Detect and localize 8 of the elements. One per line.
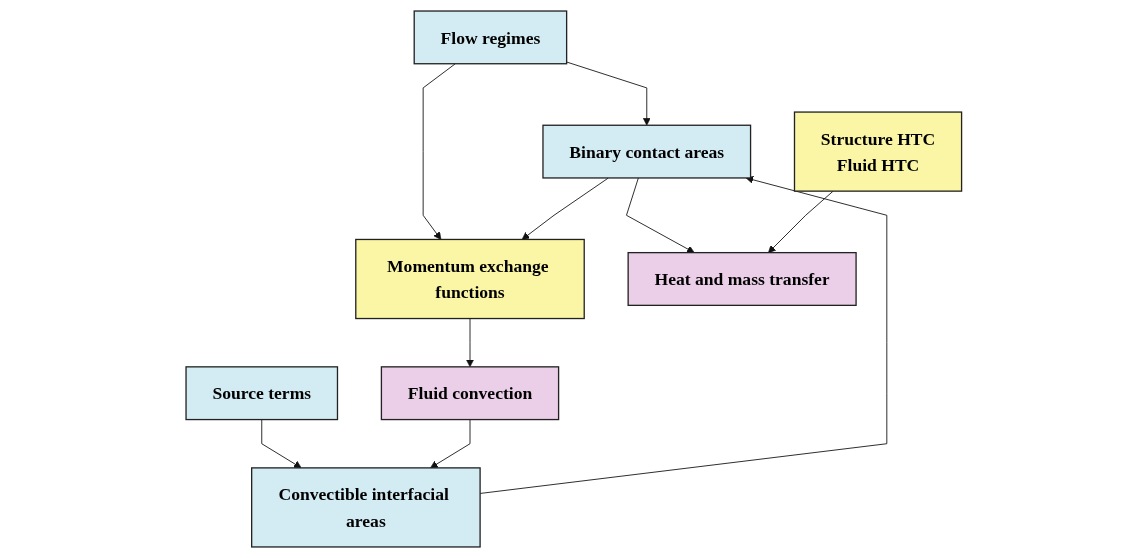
node-box: Structure HTC Fluid HTC xyxy=(794,111,963,192)
node-box: Source terms xyxy=(185,366,339,421)
node-box: Flow regimes xyxy=(413,10,568,65)
node-box: Heat and mass transfer xyxy=(627,252,857,306)
node-box: Convectible interfacial areas xyxy=(251,467,481,548)
node-box: Binary contact areas xyxy=(542,124,752,179)
node-box: Momentum exchange functions xyxy=(355,238,586,320)
node-box: Fluid convection xyxy=(380,366,560,421)
